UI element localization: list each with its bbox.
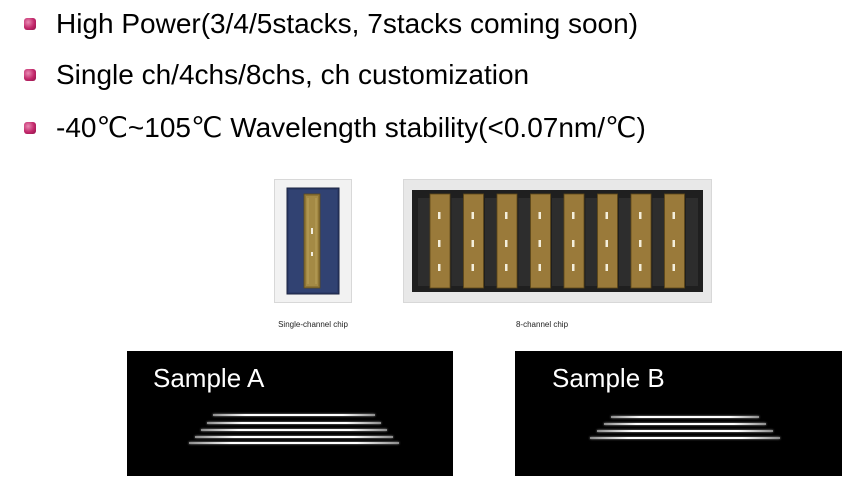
chip-channel-marker <box>471 240 474 247</box>
single-channel-caption: Single-channel chip <box>278 320 348 329</box>
chip-channel-marker <box>672 264 675 271</box>
chip-channel-marker <box>605 264 608 271</box>
stack-line <box>213 414 375 416</box>
chip-channel-gap <box>518 198 531 286</box>
stack-line <box>590 437 780 439</box>
bullet-text: Single ch/4chs/8chs, ch customization <box>56 59 530 90</box>
chip-channel-marker <box>438 240 441 247</box>
chip-channel-marker <box>505 240 508 247</box>
eight-channel-chip-image <box>403 179 712 303</box>
bullet-icon <box>24 69 36 81</box>
stack-line <box>189 442 399 444</box>
single-channel-chip-drawing <box>286 187 340 295</box>
chip-channel-marker <box>605 212 608 219</box>
chip-channel-gap <box>451 198 464 286</box>
chip-channel-marker <box>538 212 541 219</box>
chip-channel-marker <box>672 212 675 219</box>
sample-a-label: Sample A <box>153 363 265 393</box>
chip-channel-gap <box>585 198 598 286</box>
stack-line <box>604 423 766 425</box>
chip-channel-marker <box>538 240 541 247</box>
stack-line <box>207 422 381 424</box>
eight-channel-caption: 8-channel chip <box>515 320 569 329</box>
chip-channel-gap <box>619 198 631 286</box>
chip-channel-marker <box>438 212 441 219</box>
single-channel-chip-image <box>274 179 352 303</box>
chip-channel-marker <box>639 240 642 247</box>
chip-channel-marker <box>639 212 642 219</box>
chip-channel-marker <box>605 240 608 247</box>
sample-b-panel: Sample B <box>515 351 842 476</box>
chip-channel-marker <box>572 264 575 271</box>
chip-channel-marker <box>572 240 575 247</box>
chip-channel-gap <box>418 198 430 286</box>
chip-channel-marker <box>639 264 642 271</box>
chip-channel-marker <box>505 212 508 219</box>
sample-a-panel: Sample A <box>127 351 453 476</box>
bullet-text: High Power(3/4/5stacks, 7stacks coming s… <box>56 8 639 39</box>
bullet-icon <box>24 122 36 134</box>
chip-channel-marker <box>505 264 508 271</box>
chip-channel-marker <box>471 212 474 219</box>
chip-channel-marker <box>572 212 575 219</box>
chip-channel-marker <box>471 264 474 271</box>
chip-channel-marker <box>538 264 541 271</box>
chip-channel-gap <box>485 198 497 286</box>
chip-channel-marker <box>438 264 441 271</box>
chip-channel-gap <box>552 198 564 286</box>
stack-line <box>201 429 387 431</box>
chip-channel-gap <box>686 198 698 286</box>
stack-line <box>195 436 393 438</box>
bullet-text: -40℃~105℃ Wavelength stability(<0.07nm/℃… <box>56 112 646 143</box>
stack-line <box>611 416 759 418</box>
eight-channel-chip-drawing <box>412 190 703 292</box>
stack-line <box>597 430 773 432</box>
chip-channel-gap <box>652 198 665 286</box>
bullet-icon <box>24 18 36 30</box>
sample-b-label: Sample B <box>552 363 665 393</box>
chip-channel-marker <box>672 240 675 247</box>
